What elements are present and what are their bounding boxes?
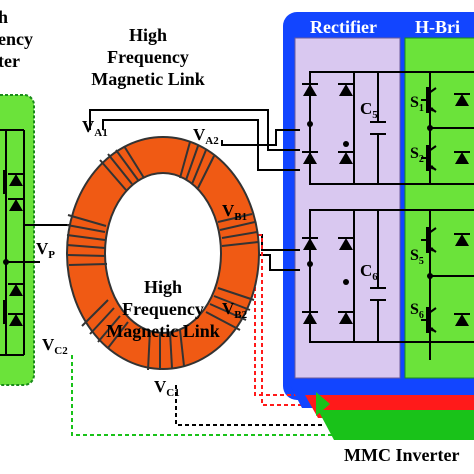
mmc-inverter-label: MMC Inverter [344, 445, 460, 465]
link-wiring [89, 109, 300, 271]
vb1-label: VB1 [222, 201, 248, 223]
c6-label: C6 [360, 261, 378, 283]
bus-arrow [316, 392, 330, 416]
link-title-line2: Frequency [107, 47, 189, 67]
rectifier-nodes [307, 121, 349, 285]
center-title-line2: Frequency [122, 299, 204, 319]
rectifier-wiring [309, 71, 420, 343]
left-node [3, 259, 9, 265]
winding-c1 [147, 329, 185, 371]
winding-a2 [179, 141, 215, 189]
left-converter-switches [3, 170, 25, 327]
left-converter-panel [0, 94, 35, 386]
center-title-line3: Magnetic Link [106, 321, 220, 341]
hbridge-label: H-Bri [415, 17, 460, 37]
s6-label: S6 [410, 301, 424, 321]
winding-c2 [81, 299, 129, 349]
winding-b1 [217, 213, 259, 247]
vc2-label: VC2 [42, 335, 68, 357]
hbridge-nodes [427, 125, 433, 279]
left-fragment-1: h [0, 7, 9, 27]
left-fragment-2: ency [0, 29, 33, 49]
link-title-line1: High [128, 25, 167, 45]
s1-label: S1 [410, 94, 424, 114]
winding-a1 [99, 145, 145, 191]
va1-label: VA1 [82, 117, 108, 139]
link-title: High Frequency Magnetic Link [78, 24, 218, 90]
green-bus [318, 410, 474, 440]
center-title-line1: High [143, 277, 182, 297]
winding-b2 [205, 287, 255, 331]
vc1-label: VC1 [154, 377, 180, 399]
hbridge-panel [404, 37, 474, 379]
link-title-line3: Magnetic Link [91, 69, 205, 89]
left-fragment-3: ter [0, 51, 20, 71]
c5-label: C5 [360, 99, 378, 121]
toroid-hole [104, 172, 222, 334]
s5-label: S5 [410, 247, 424, 267]
vb2-label: VB2 [222, 299, 248, 321]
va2-label: VA2 [193, 125, 219, 147]
s2-label: S2 [410, 145, 424, 165]
vp-label: VP [36, 239, 56, 261]
winding-p [66, 214, 108, 266]
rectifier-label: Rectifier [310, 17, 377, 37]
center-title: High Frequency Magnetic Link [95, 276, 231, 342]
